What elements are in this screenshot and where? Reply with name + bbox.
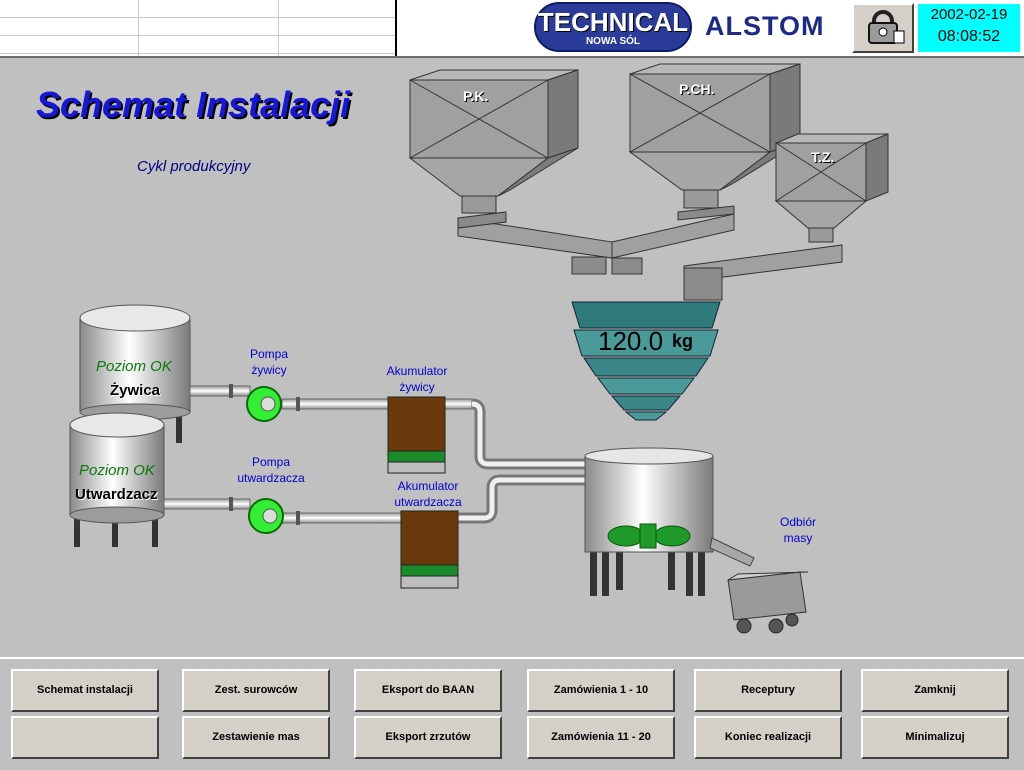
time-text: 08:08:52 (937, 28, 1001, 45)
resin-accumulator (387, 396, 446, 474)
hardener-level-status: Poziom OK (79, 462, 155, 479)
hardener-accumulator (400, 510, 459, 589)
page-subtitle: Cykl produkcyjny (137, 158, 251, 175)
hardener-accumulator-label: Akumulator utwardzacza (394, 479, 462, 509)
hopper-tz-label: T.Z. (811, 149, 835, 165)
scale-weight-value: 120.0 (598, 326, 664, 356)
btn-mass-summary[interactable]: Zestawienie mas (182, 716, 330, 759)
btn-orders-11-20[interactable]: Zamówienia 11 - 20 (527, 716, 675, 759)
grid-divider (395, 0, 397, 56)
technical-logo: TECHNICAL NOWA SÓL (534, 2, 692, 52)
scale-weight-unit: kg (672, 331, 694, 351)
btn-export-baan[interactable]: Eksport do BAAN (354, 669, 502, 712)
alstom-logo: ALSTOM (705, 11, 825, 41)
process-diagram (69, 63, 889, 634)
output-cart (727, 571, 809, 634)
hopper-pk (408, 69, 579, 214)
hardener-pump (248, 498, 284, 534)
resin-tank (79, 304, 191, 443)
hardener-tank-label: Utwardzacz (75, 486, 158, 503)
weigh-scale (571, 301, 721, 421)
top-bar: TECHNICAL NOWA SÓL ALSTOM 2002-02-19 08:… (0, 0, 1024, 58)
outlet-label: Odbiór masy (779, 515, 817, 545)
resin-tank-label: Żywica (110, 382, 161, 399)
btn-installation-schema[interactable]: Schemat instalacji (11, 669, 159, 712)
lock-user-icon (868, 10, 905, 44)
resin-accumulator-label: Akumulator żywicy (386, 364, 448, 394)
btn-recipes[interactable]: Receptury (694, 669, 842, 712)
btn-close[interactable]: Zamknij (861, 669, 1009, 712)
btn-export-dumps[interactable]: Eksport zrzutów (354, 716, 502, 759)
spreadsheet-grid (0, 0, 395, 56)
date-time-display: 2002-02-19 08:08:52 (918, 4, 1020, 52)
btn-minimize[interactable]: Minimalizuj (861, 716, 1009, 759)
btn-end-realization[interactable]: Koniec realizacji (694, 716, 842, 759)
date-text: 2002-02-19 (930, 6, 1008, 23)
resin-pump-label: Pompa żywicy (249, 347, 289, 377)
btn-raw-materials[interactable]: Zest. surowców (182, 669, 330, 712)
btn-empty[interactable] (11, 716, 159, 759)
hopper-pch (628, 63, 801, 209)
screw-conveyors (457, 205, 843, 301)
page-title: Schemat Instalacji (36, 84, 351, 125)
mixer (584, 447, 755, 596)
resin-level-status: Poziom OK (96, 358, 172, 375)
technical-logo-text: TECHNICAL (537, 7, 689, 37)
hardener-pump-label: Pompa utwardzacza (237, 455, 305, 485)
button-bar: Schemat instalacji Zest. surowców Ekspor… (0, 657, 1024, 770)
hardener-tank (69, 412, 165, 547)
btn-orders-1-10[interactable]: Zamówienia 1 - 10 (527, 669, 675, 712)
technical-logo-subtext: NOWA SÓL (585, 36, 641, 47)
resin-pump (246, 386, 282, 422)
hopper-pch-label: P.CH. (679, 81, 715, 97)
pipes (163, 384, 586, 525)
lock-button[interactable] (852, 3, 914, 53)
hopper-pk-label: P.K. (463, 88, 489, 104)
hopper-tz (774, 133, 889, 243)
